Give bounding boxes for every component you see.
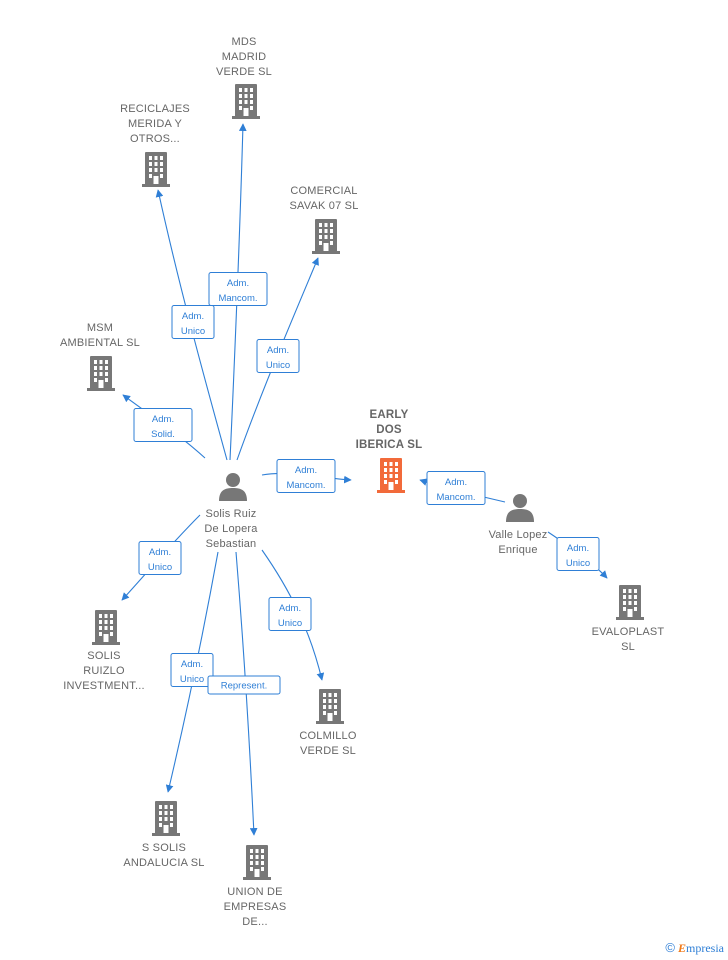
- edge-label-solis-reciclajes: Adm. Unico: [171, 305, 215, 339]
- edge-label-solis-comercial: Adm. Unico: [256, 339, 300, 373]
- node-union[interactable]: UNION DE EMPRESAS DE...: [224, 845, 287, 928]
- edge-label-solis-early: Adm. Mancom.: [276, 459, 336, 493]
- edge-label-text: Unico: [181, 326, 205, 337]
- edge-label-text: Mancom.: [286, 480, 325, 491]
- building-icon: [152, 801, 180, 836]
- person-icon: [219, 473, 247, 501]
- node-evaloplast[interactable]: EVALOPLAST SL: [592, 585, 665, 653]
- brand-logo-text: mpresia: [686, 941, 724, 955]
- node-label-line: EMPRESAS: [224, 901, 287, 913]
- edge-label-solis-mds: Adm. Mancom.: [208, 272, 268, 306]
- node-label-line: IBERICA SL: [356, 439, 423, 451]
- node-label-line: DE...: [242, 916, 267, 928]
- building-icon: [316, 689, 344, 724]
- node-label-line: RUIZLO: [83, 665, 125, 677]
- node-label-line: COMERCIAL: [290, 185, 357, 197]
- edge-label-solis-union: Represent.: [207, 675, 281, 695]
- node-label-line: MDS: [231, 36, 256, 48]
- edge-labels-layer: Adm.Mancom.Adm.UnicoAdm.UnicoAdm.Solid.A…: [133, 272, 600, 695]
- edge-label-solis-colmillo: Adm. Unico: [268, 597, 312, 631]
- copyright-icon: ©: [665, 940, 675, 955]
- edge-label-valle-early: Adm. Mancom.: [426, 471, 486, 505]
- building-icon: [312, 219, 340, 254]
- node-label-line: Sebastian: [206, 538, 257, 550]
- edge-label-text: Solid.: [151, 429, 175, 440]
- node-ssolis[interactable]: S SOLIS ANDALUCIA SL: [123, 801, 204, 869]
- edge-label-text: Adm.: [267, 345, 289, 356]
- node-label-line: Valle Lopez: [489, 529, 548, 541]
- edge-label-text: Unico: [566, 558, 590, 569]
- building-icon: [92, 610, 120, 645]
- building-icon: [142, 152, 170, 187]
- building-icon: [243, 845, 271, 880]
- building-icon: [377, 458, 405, 493]
- node-mds[interactable]: MDS MADRID VERDE SL: [216, 36, 272, 119]
- edge-label-text: Adm.: [567, 543, 589, 554]
- edges-layer: [121, 123, 608, 836]
- edge-solis-union: [235, 551, 258, 836]
- edge-label-text: Adm.: [227, 278, 249, 289]
- edge-label-text: Adm.: [152, 414, 174, 425]
- node-label-line: MERIDA Y: [128, 118, 182, 130]
- node-solisruizlo[interactable]: SOLIS RUIZLO INVESTMENT...: [63, 610, 145, 692]
- edge-label-text: Represent.: [221, 681, 267, 692]
- node-label-line: SAVAK 07 SL: [289, 200, 358, 212]
- brand-logo-initial: E: [677, 941, 686, 955]
- edge-label-text: Adm.: [279, 603, 301, 614]
- edge-label-solis-solisruizlo: Adm. Unico: [138, 541, 182, 575]
- node-label-line: S SOLIS: [142, 842, 186, 854]
- edge-label-text: Adm.: [445, 477, 467, 488]
- edge-label-solis-ssolis: Adm. Unico: [170, 653, 214, 687]
- node-label-line: SL: [621, 641, 635, 653]
- node-label-line: MADRID: [222, 51, 267, 63]
- node-reciclajes[interactable]: RECICLAJES MERIDA Y OTROS...: [120, 103, 190, 187]
- node-label-line: SOLIS: [87, 650, 120, 662]
- person-icon: [506, 494, 534, 522]
- edge-label-text: Mancom.: [436, 492, 475, 503]
- node-label-line: RECICLAJES: [120, 103, 190, 115]
- node-label-line: VERDE SL: [300, 745, 356, 757]
- brand-footer: © Empresia: [665, 940, 724, 956]
- edge-label-text: Unico: [278, 618, 302, 629]
- edge-label-text: Mancom.: [218, 293, 257, 304]
- building-icon: [232, 84, 260, 119]
- node-label-line: Solis Ruiz: [206, 508, 257, 520]
- building-icon: [616, 585, 644, 620]
- edge-label-text: Adm.: [149, 547, 171, 558]
- node-label-line: Enrique: [498, 544, 537, 556]
- node-label-line: De Lopera: [204, 523, 258, 535]
- edge-label-text: Adm.: [295, 465, 317, 476]
- node-label-line: EVALOPLAST: [592, 626, 665, 638]
- edge-label-text: Unico: [266, 360, 290, 371]
- edge-label-text: Adm.: [182, 311, 204, 322]
- node-label-line: MSM: [87, 322, 113, 334]
- node-msm[interactable]: MSM AMBIENTAL SL: [60, 322, 140, 391]
- node-label-line: VERDE SL: [216, 66, 272, 78]
- node-colmillo[interactable]: COLMILLO VERDE SL: [299, 689, 357, 757]
- node-label-line: DOS: [376, 424, 402, 436]
- node-label-line: OTROS...: [130, 133, 180, 145]
- node-label-line: UNION DE: [227, 886, 282, 898]
- edge-label-valle-evaloplast: Adm. Unico: [556, 537, 600, 571]
- node-early[interactable]: EARLY DOS IBERICA SL: [356, 409, 423, 493]
- node-label-line: COLMILLO: [299, 730, 356, 742]
- node-label-line: INVESTMENT...: [63, 680, 144, 692]
- node-label-line: ANDALUCIA SL: [123, 857, 204, 869]
- edge-label-text: Unico: [148, 562, 172, 573]
- node-label-line: AMBIENTAL SL: [60, 337, 140, 349]
- node-label-line: EARLY: [370, 409, 409, 421]
- edge-label-solis-msm: Adm. Solid.: [133, 408, 193, 442]
- building-icon: [87, 356, 115, 391]
- edge-label-text: Unico: [180, 674, 204, 685]
- edge-label-text: Adm.: [181, 659, 203, 670]
- node-comercial[interactable]: COMERCIAL SAVAK 07 SL: [289, 185, 358, 254]
